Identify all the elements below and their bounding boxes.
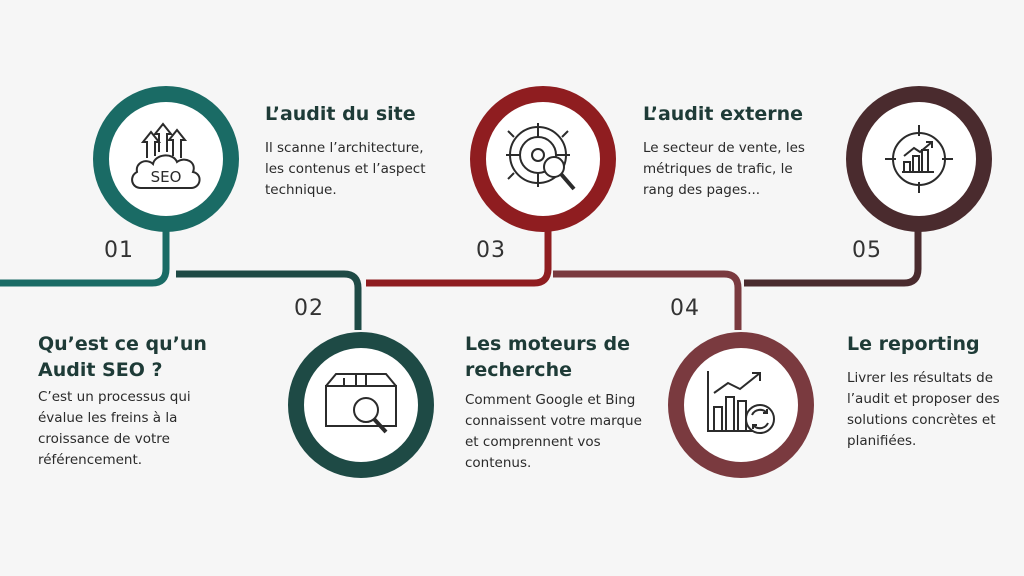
connector-03 [366, 228, 552, 287]
step-01-title: Qu’est ce qu’un Audit SEO ? [38, 333, 207, 381]
step-04-title: L’audit externe [643, 103, 804, 125]
seo-cloud-icon: SEO [127, 122, 205, 196]
step-02-circle [288, 332, 434, 478]
target-search-icon [504, 121, 582, 197]
connector-05 [744, 228, 922, 287]
step-01-description: C’est un processus qui évalue les freins… [38, 389, 191, 468]
step-04-circle [668, 332, 814, 478]
step-05-description: Livrer les résultats de l’audit et propo… [847, 370, 1000, 449]
connector-02 [176, 270, 362, 330]
chart-target-icon [882, 122, 956, 196]
step-05-title: Le reporting [847, 333, 980, 355]
step-03-title: Les moteurs de recherche [465, 333, 631, 381]
step-02-number: 02 [294, 296, 324, 321]
step-04-number: 04 [670, 296, 700, 321]
step-02-description: Il scanne l’architecture, les contenus e… [265, 140, 426, 198]
step-05-number: 05 [852, 238, 882, 263]
box-search-icon [322, 370, 400, 440]
svg-text:SEO: SEO [151, 168, 182, 186]
step-03-circle [470, 86, 616, 232]
connector-01 [0, 228, 170, 287]
step-02-title: L’audit du site [265, 103, 416, 125]
step-03-number: 03 [476, 238, 506, 263]
step-03-description: Comment Google et Bing connaissent votre… [465, 392, 642, 471]
chart-refresh-icon [704, 369, 778, 441]
connector-04 [553, 270, 742, 330]
step-01-number: 01 [104, 238, 134, 263]
step-01-circle: SEO [93, 86, 239, 232]
step-05-circle [846, 86, 992, 232]
step-04-description: Le secteur de vente, les métriques de tr… [643, 140, 805, 198]
